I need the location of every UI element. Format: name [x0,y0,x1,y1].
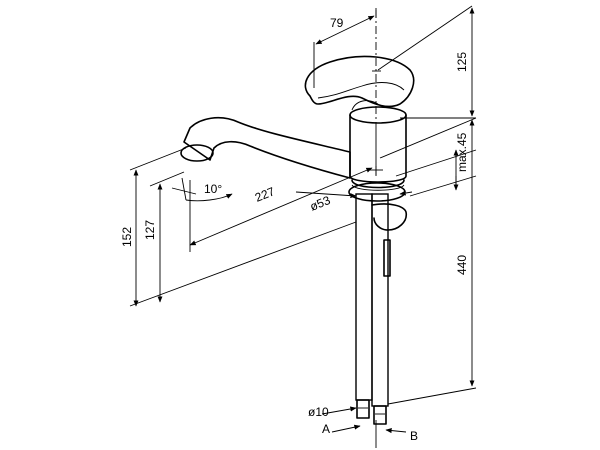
dimension-227: 227 [189,167,373,252]
hose-fitting-a [356,399,370,419]
dimension-10deg: 10° [171,177,233,202]
spout-outlet [180,144,214,162]
dim-152-label: 152 [120,227,134,247]
label-a: A [322,422,330,436]
hose-right [371,193,389,407]
hose-fitting-b [373,405,387,425]
dimension-d53: ø53 [295,190,413,214]
lever-handle [304,55,415,111]
dim-max45-label: max.45 [455,132,469,172]
dim-d53-label: ø53 [308,193,333,214]
dim-125-label: 125 [455,52,469,72]
mounting-bracket [371,203,408,231]
dimension-right-column: 125 440 max.45 [377,5,477,405]
dimension-left-column: 152 127 [120,147,357,307]
body-top [349,106,407,124]
dim-10deg-label: 10° [204,182,222,196]
dim-440-label: 440 [455,255,469,275]
spout [180,116,351,179]
spout-body [183,116,351,179]
body-cylinder [349,114,407,183]
dimension-79: 79 [313,8,377,88]
faucet-body [349,106,407,191]
dim-d10-label: ø10 [308,405,329,419]
hose-left [355,193,373,401]
center-lines [370,10,383,176]
dimension-bottom-fittings: ø10 A B [308,405,418,448]
mounting-assembly [348,182,408,277]
dim-227-label: 227 [253,184,277,205]
handle-shape [304,55,415,108]
dim-79-label: 79 [330,16,344,30]
threaded-rod [383,239,391,277]
dim-127-label: 127 [143,220,157,240]
label-b: B [410,429,418,443]
